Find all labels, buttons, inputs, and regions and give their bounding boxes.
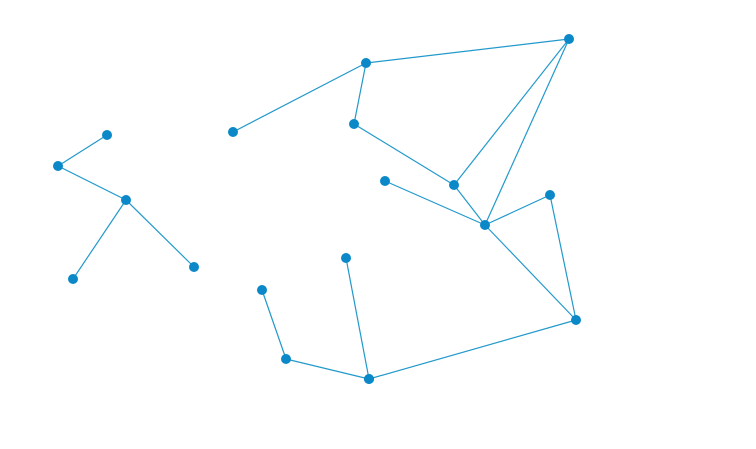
node-n1: [102, 130, 112, 140]
node-n17: [257, 285, 267, 295]
edge-n14-n15: [368, 319, 577, 380]
node-n10: [449, 180, 459, 190]
edge-n2-n3: [57, 165, 127, 201]
edge-n13-n14: [549, 194, 577, 321]
node-n8: [564, 34, 574, 44]
nodes-layer: [53, 34, 581, 384]
edge-n12-n14: [484, 224, 577, 321]
node-n4: [68, 274, 78, 284]
node-n14: [571, 315, 581, 325]
node-n7: [361, 58, 371, 68]
node-n18: [341, 253, 351, 263]
node-n19: [364, 374, 374, 384]
edge-n6-n7: [232, 62, 367, 133]
edges-layer: [57, 38, 577, 380]
edge-n3-n4: [72, 199, 127, 280]
edge-n15-n18: [345, 257, 370, 380]
edge-n3-n5: [125, 199, 195, 268]
edge-n10-n12: [453, 184, 486, 226]
edge-n11-n12: [384, 180, 486, 226]
node-n2: [53, 161, 63, 171]
edge-n7-n9: [353, 62, 367, 125]
node-n3: [121, 195, 131, 205]
node-n5: [189, 262, 199, 272]
edge-n8-n12: [484, 38, 570, 226]
edge-n1-n2: [57, 134, 108, 167]
node-n9: [349, 119, 359, 129]
edge-n10-n8: [453, 38, 570, 186]
node-n12: [480, 220, 490, 230]
edge-n9-n10: [353, 123, 455, 186]
node-n16: [281, 354, 291, 364]
edge-n16-n17: [261, 289, 287, 360]
edge-n7-n8: [365, 38, 570, 64]
node-n13: [545, 190, 555, 200]
node-n6: [228, 127, 238, 137]
node-n11: [380, 176, 390, 186]
edge-n12-n13: [484, 194, 551, 226]
edge-n15-n16: [285, 358, 370, 380]
